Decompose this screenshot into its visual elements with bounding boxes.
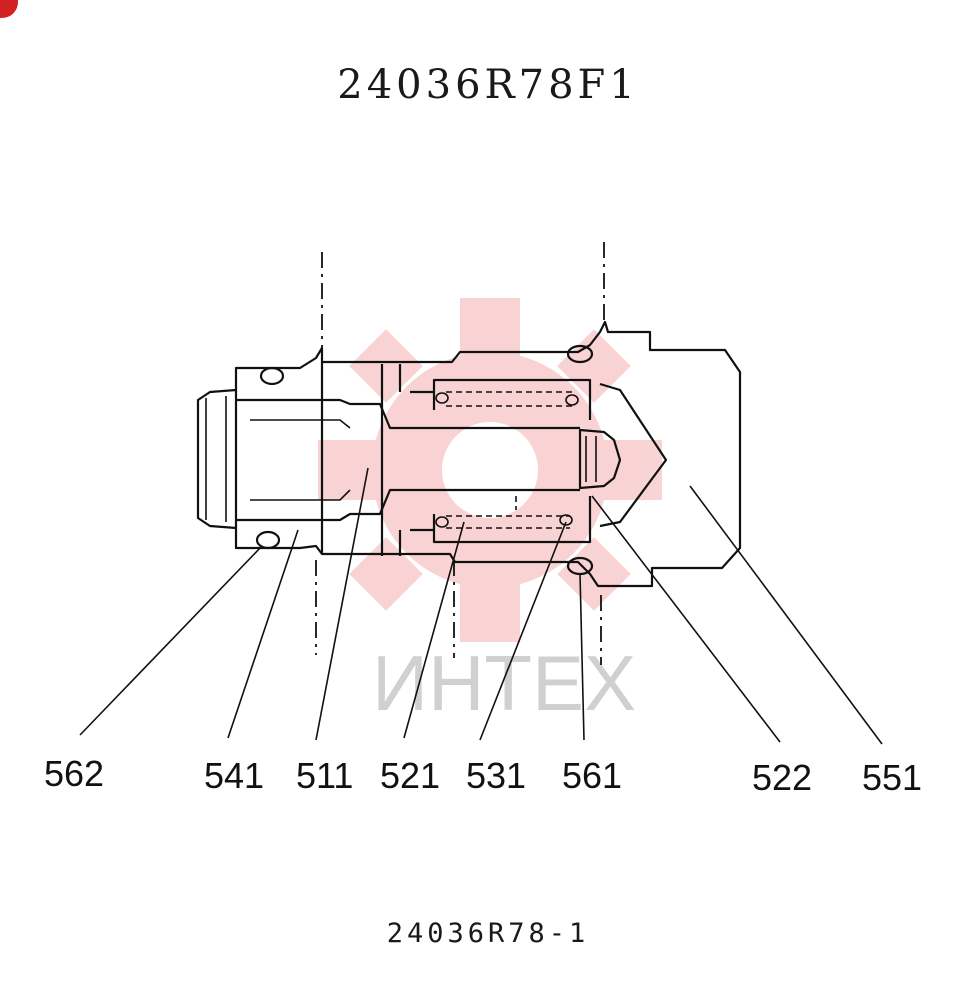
lower-spring-hidden	[446, 496, 570, 529]
section-line-left	[315, 252, 323, 655]
spool-head-inner	[205, 396, 227, 522]
part-label-541: 541	[204, 755, 264, 796]
leader-line-511	[315, 467, 369, 741]
part-label-511: 511	[296, 755, 353, 796]
spool-shaft	[235, 419, 351, 501]
plug	[578, 428, 622, 490]
watermark-logo-icon	[318, 298, 662, 642]
drawing-title: 24036R78F1	[337, 62, 639, 108]
part-label-521: 521	[380, 755, 440, 796]
drawing-code: 24036R78-1	[386, 918, 590, 949]
leader-line-522	[591, 495, 781, 743]
housing-partition	[320, 362, 402, 556]
o-ring-531-icon	[559, 514, 573, 526]
leader-line-561	[579, 573, 585, 741]
part-label-562: 562	[44, 753, 104, 794]
leader-line-531	[479, 521, 567, 741]
upper-cavity	[410, 378, 592, 420]
leader-line-551	[689, 485, 883, 745]
section-line-right	[600, 242, 605, 665]
o-ring-spring-right-icon	[565, 394, 579, 406]
housing-outline	[234, 320, 742, 588]
o-ring-top-right-icon	[566, 344, 594, 364]
o-ring-562-icon	[255, 530, 281, 550]
leader-line-562	[79, 545, 263, 736]
part-label-522: 522	[752, 757, 812, 798]
plug-inner	[585, 436, 597, 482]
leader-line-521	[403, 521, 465, 739]
o-ring-upper-seat-icon	[435, 392, 449, 404]
o-ring-top-left-icon	[259, 366, 285, 386]
watermark-text: ИНТЕХ	[372, 639, 636, 727]
lower-cavity	[410, 496, 592, 544]
leader-line-541	[227, 529, 299, 739]
upper-spring-hidden	[446, 391, 575, 407]
spool-head	[196, 388, 237, 530]
part-label-551: 551	[862, 757, 922, 798]
part-label-561: 561	[562, 755, 622, 796]
corner-badge-icon	[0, 0, 18, 18]
o-ring-lower-seat-icon	[435, 516, 449, 528]
part-label-531: 531	[466, 755, 526, 796]
